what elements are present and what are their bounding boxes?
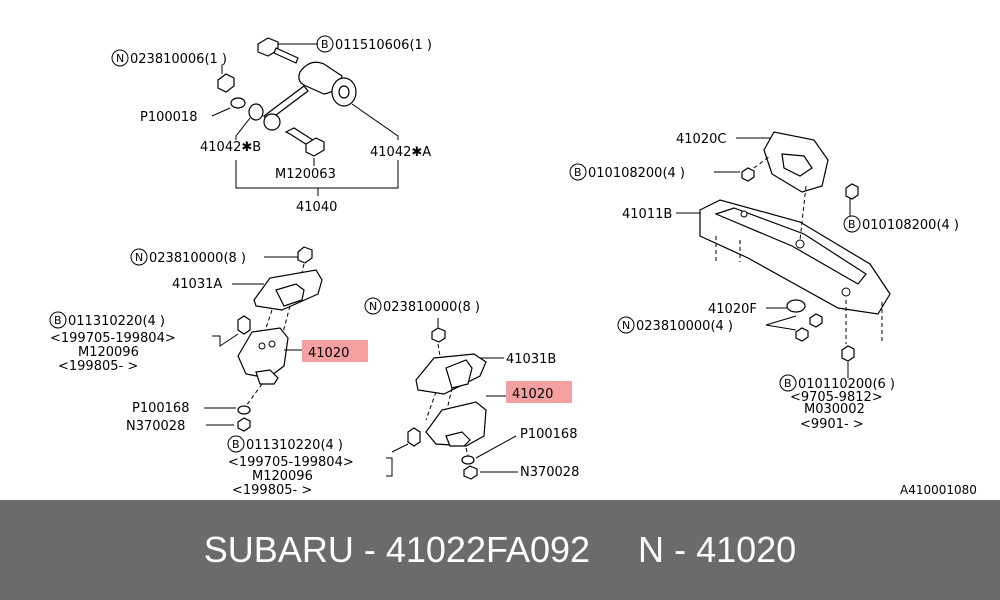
n-marker-letter: N (622, 319, 630, 332)
callout-011310220-mid: 011310220(4 ) (246, 438, 343, 453)
callout-41040: 41040 (296, 200, 337, 215)
b-marker-icon (779, 374, 797, 392)
callout-range-mid-2: <199805- > (232, 483, 312, 498)
parts-diagram: N 023810006(1 ) B 011510606(1 ) P100018 … (49, 35, 977, 498)
n-marker-letter: N (135, 251, 143, 264)
bolt-icon (237, 315, 251, 335)
bolt-icon (407, 427, 421, 447)
footer-dash: - (674, 529, 687, 570)
n-marker-icon (111, 49, 129, 67)
nut-icon (237, 417, 251, 432)
b-marker-letter: B (54, 314, 62, 327)
engine-mount-41020-icon (425, 401, 487, 447)
callout-41020c: 41020C (676, 132, 726, 147)
callout-023810000-left: 023810000(8 ) (149, 251, 246, 266)
highlight-41020-mid (506, 381, 572, 403)
n-marker-letter: N (369, 300, 377, 313)
callout-41020-left: 41020 (308, 346, 349, 361)
highlight-41020-left (302, 340, 368, 362)
part-number-footer: SUBARU - 41022FA092 N - 41020 (0, 500, 1000, 600)
washer-icon (237, 405, 251, 415)
nut-icon (463, 465, 478, 480)
callout-m120096-mid: M120096 (252, 469, 313, 484)
b-marker-letter: B (321, 38, 329, 51)
b-marker-icon (569, 163, 587, 181)
torque-rod-group: N 023810006(1 ) B 011510606(1 ) P100018 … (111, 35, 432, 215)
b-marker-letter: B (784, 377, 792, 390)
part-number: 41022FA092 (385, 529, 591, 570)
callout-range-right-2: <9901- > (800, 417, 864, 432)
callout-41042b: 41042✱B (200, 140, 261, 155)
callout-range-mid-1: <199705-199804> (228, 455, 354, 470)
bushing-b2-icon (263, 113, 281, 131)
callout-p100168-mid: P100168 (520, 427, 577, 442)
b-marker-letter: B (848, 218, 856, 231)
b-marker-icon (227, 435, 245, 453)
bolt-shank-icon (273, 47, 299, 64)
callout-010110200: 010110200(6 ) (798, 377, 895, 392)
n-marker-letter: N (116, 52, 124, 65)
footer-dash: - (363, 529, 376, 570)
callout-p100018: P100018 (140, 110, 197, 125)
stopper-41020f-icon (786, 299, 806, 313)
callout-range-right-1: <9705-9812> (790, 390, 883, 405)
nut-icon (741, 167, 755, 182)
diagram-index: N (638, 529, 665, 570)
middle-mount-group: N 023810000(8 ) 41031B 41020 P100168 N37… (227, 297, 579, 498)
engine-mount-41020-icon (237, 327, 289, 379)
diagram-reference-code: A410001080 (900, 483, 977, 497)
callout-010108200-a: 010108200(4 ) (588, 166, 685, 181)
reference-number: 41020 (696, 529, 797, 570)
callout-023810000-right: 023810000(4 ) (636, 319, 733, 334)
callout-010108200-b: 010108200(4 ) (862, 218, 959, 233)
callout-n370028-mid: N370028 (520, 465, 579, 480)
bushing-b-icon (248, 103, 264, 121)
crossmember-group: 41020C B 010108200(4 ) B 010108200(4 ) 4… (569, 131, 959, 432)
callout-011310220-left: 011310220(4 ) (68, 314, 165, 329)
callout-41020-mid: 41020 (512, 387, 553, 402)
nut-icon (431, 327, 446, 343)
callout-41031b: 41031B (506, 352, 556, 367)
callout-41011b: 41011B (622, 207, 672, 222)
washer-icon (230, 97, 246, 109)
b-marker-icon (843, 215, 861, 233)
callout-41031a: 41031A (172, 277, 222, 292)
bolt-icon (841, 345, 855, 362)
washer-icon (461, 455, 475, 465)
callout-m120063: M120063 (275, 167, 336, 182)
crossmember-41011b-icon (699, 199, 891, 315)
callout-41020f: 41020F (708, 302, 757, 317)
callout-m030002: M030002 (804, 402, 865, 417)
n-marker-icon (617, 316, 635, 334)
left-mount-group: N 023810000(8 ) 41031A B 011310220(4 ) <… (49, 246, 368, 434)
b-marker-icon (49, 311, 67, 329)
nut-icon (297, 246, 313, 264)
callout-range-left-1: <199705-199804> (50, 331, 176, 346)
callout-011510606: 011510606(1 ) (335, 38, 432, 53)
b-marker-letter: B (232, 438, 240, 451)
n-marker-icon (130, 248, 148, 266)
bolt-icon (845, 183, 859, 200)
n-marker-icon (364, 297, 382, 315)
callout-range-left-2: <199805- > (58, 359, 138, 374)
callout-41042a: 41042✱A (370, 145, 431, 160)
callout-p100168-left: P100168 (132, 401, 189, 416)
callout-m120096-left: M120096 (78, 345, 139, 360)
nut-icon (809, 313, 823, 328)
callout-023810000-mid: 023810000(8 ) (383, 300, 480, 315)
nut-icon (217, 73, 235, 93)
nut-icon (795, 327, 809, 342)
b-marker-letter: B (574, 166, 582, 179)
callout-023810006: 023810006(1 ) (130, 52, 227, 67)
brand-name: SUBARU (203, 529, 354, 570)
callout-n370028-left: N370028 (126, 419, 185, 434)
